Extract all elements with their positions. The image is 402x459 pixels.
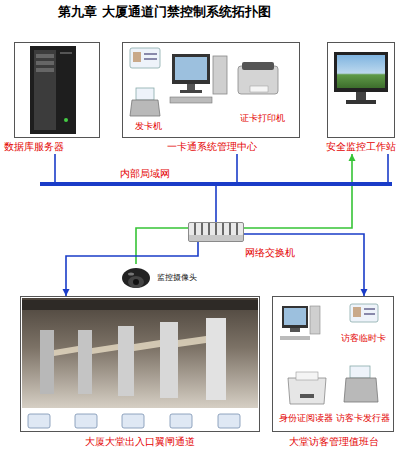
arrow-head xyxy=(361,289,368,296)
device-node: 身份证阅读器 xyxy=(276,360,336,424)
connector-line xyxy=(215,186,217,222)
node-label: 身份证阅读器 xyxy=(272,412,340,424)
node-label: 监控摄像头 xyxy=(157,272,197,284)
visitor-desk-icons xyxy=(280,304,378,404)
workstation-icon xyxy=(130,48,278,116)
gate-area: 大厦大堂出入口翼闸通道 xyxy=(18,296,262,454)
node-label: 访客临时卡 xyxy=(330,332,396,344)
arrow-head xyxy=(63,289,70,296)
lan-bus: 内部局域网 xyxy=(40,182,392,186)
device-node: 访客卡发行器 xyxy=(334,360,392,424)
node-label: 证卡打印机 xyxy=(224,112,300,124)
node-label: 一卡通系统管理中心 xyxy=(152,141,272,153)
device-node: 访客临时卡 xyxy=(334,300,392,344)
connector xyxy=(237,154,238,182)
network-switch: 网络交换机 xyxy=(188,222,244,242)
camera-node: 监控摄像头 xyxy=(120,264,220,292)
node-label: 大厦大堂出入口翼闸通道 xyxy=(18,436,262,448)
node-label: 数据库服务器 xyxy=(4,141,108,153)
server-node: 数据库服务器 xyxy=(4,40,108,154)
server-icon xyxy=(30,46,76,134)
arrow-head xyxy=(349,154,356,161)
connector-line xyxy=(236,154,238,182)
node-label: 发卡机 xyxy=(122,120,174,132)
connector-line xyxy=(387,154,389,182)
visitor-desk: 大堂访客管理值班台 访客临时卡身份证阅读器访客卡发行器 xyxy=(272,296,396,454)
connector xyxy=(216,186,217,222)
box-frame xyxy=(327,42,395,138)
device-node: 发卡机 xyxy=(126,86,170,132)
node-label: 访客卡发行器 xyxy=(330,412,396,424)
workstation-node: 安全监控工作站 xyxy=(324,40,398,154)
node-label: 网络交换机 xyxy=(245,247,295,259)
node-label: 大堂访客管理值班台 xyxy=(272,436,396,448)
camera-icon xyxy=(122,268,150,288)
diagram-title: 第九章 大厦通道门禁控制系统拓扑图 xyxy=(58,3,271,21)
connector xyxy=(63,242,199,296)
connector xyxy=(244,234,368,296)
node-label: 内部局域网 xyxy=(120,168,170,180)
gate-photo xyxy=(22,298,258,428)
box-frame xyxy=(20,296,260,432)
connector-line xyxy=(54,154,56,182)
connector xyxy=(388,154,389,182)
device-node: 证卡打印机 xyxy=(228,60,296,124)
monitor-icon xyxy=(334,52,388,104)
box-frame xyxy=(14,42,100,138)
connector xyxy=(55,154,56,182)
connector-line xyxy=(66,242,198,296)
center-node: 一卡通系统管理中心发卡机证卡打印机 xyxy=(122,40,302,154)
box-frame xyxy=(272,296,394,432)
node-label: 安全监控工作站 xyxy=(324,141,398,153)
connector-line xyxy=(244,234,364,296)
